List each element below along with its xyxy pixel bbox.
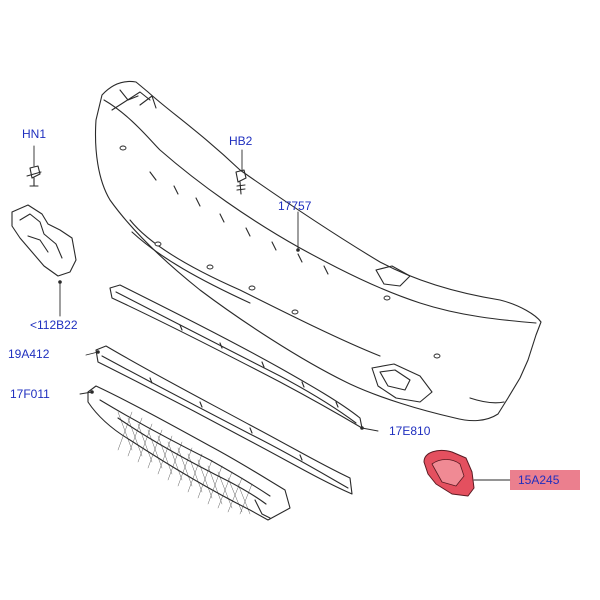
callout-112b22[interactable]: <112B22 (30, 318, 78, 332)
valance-drawing (95, 345, 353, 495)
retainer-bracket-drawing (11, 204, 77, 277)
callout-17f011[interactable]: 17F011 (10, 387, 50, 401)
bumper-cover-drawing (94, 80, 542, 422)
highlight-box (510, 470, 580, 490)
grille-mesh-drawing (117, 411, 253, 515)
hn1-nut-drawing (26, 165, 42, 187)
callout-hn1[interactable]: HN1 (22, 127, 47, 141)
support-strip-drawing (109, 284, 363, 429)
callout-19a412[interactable]: 19A412 (8, 347, 50, 361)
callout-17e810[interactable]: 17E810 (389, 424, 431, 438)
callout-15a245[interactable]: 15A245 (518, 473, 560, 487)
callout-17757[interactable]: 17757 (278, 199, 312, 213)
hb2-bolt-drawing (235, 169, 247, 195)
leader-lines (33, 145, 511, 481)
grille-drawing (87, 385, 291, 521)
callout-hb2[interactable]: HB2 (229, 134, 253, 148)
